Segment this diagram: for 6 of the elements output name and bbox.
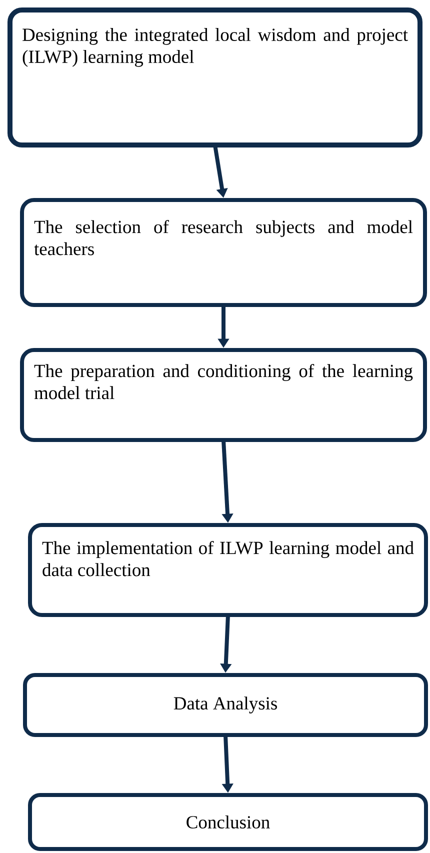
process-box: The preparation and conditioning of the learning model trial [20, 348, 427, 442]
process-box: Designing the integrated local wisdom and project (ILWP) learning model [8, 8, 422, 148]
process-box: Data Analysis [23, 673, 428, 737]
process-box: The selection of research subjects and model teachers [20, 198, 427, 307]
process-box: The implementation of ILWP learning model and data collection [28, 523, 428, 617]
process-box: Conclusion [28, 793, 428, 851]
